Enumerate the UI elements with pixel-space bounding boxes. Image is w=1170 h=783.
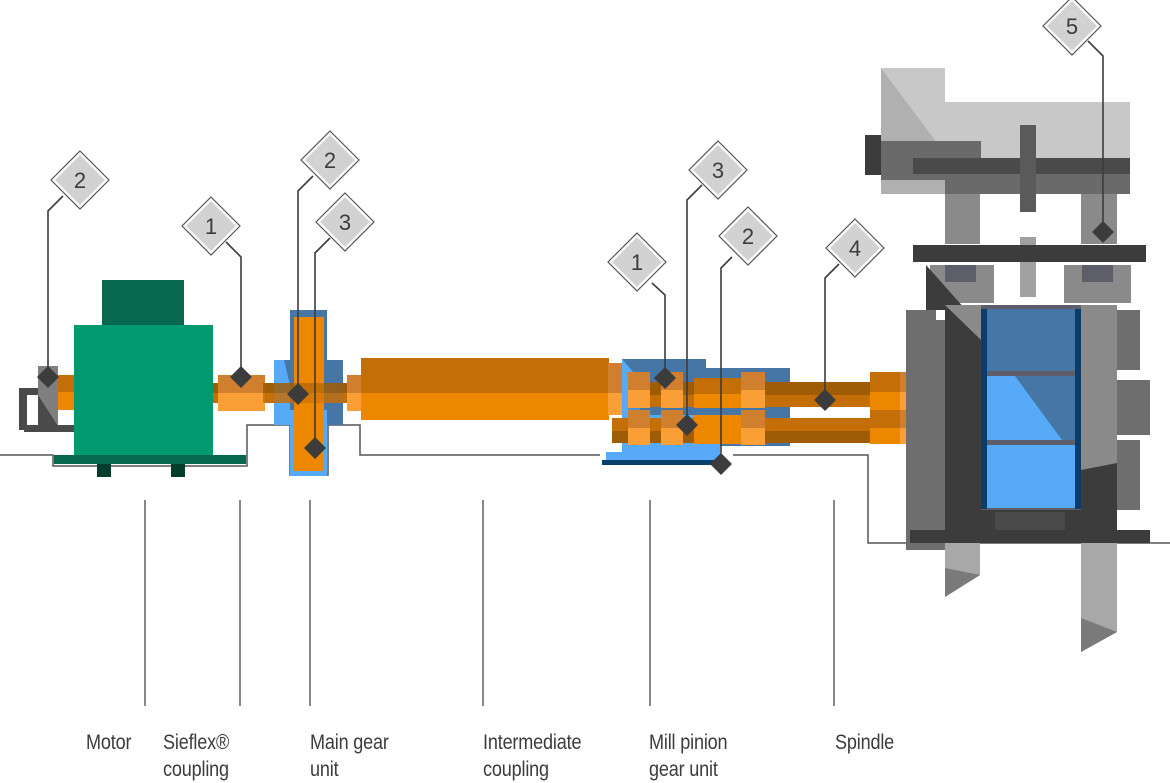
callout-badge-pinion-housing: 2 (718, 206, 778, 266)
callout-badge-spindle-shaft: 4 (825, 218, 885, 278)
badge-number: 5 (1066, 14, 1078, 39)
label-intermediate-coupling: Intermediate coupling (483, 731, 582, 781)
badge-diamond (181, 196, 241, 256)
badge-diamond (607, 232, 667, 292)
badge-number: 3 (712, 158, 724, 183)
label-ticks (144, 500, 835, 706)
badge-outline (50, 150, 110, 210)
badge-outline (300, 130, 360, 190)
callout-badge-pinion-gear: 3 (688, 140, 748, 200)
badge-outline (718, 206, 778, 266)
badge-number: 3 (339, 210, 351, 235)
badge-outline (315, 192, 375, 252)
label-main-gear-unit: Main gear unit (310, 731, 389, 781)
label-spindle: Spindle (835, 731, 895, 754)
anchor-marker (1092, 221, 1114, 243)
badge-diamond (50, 150, 110, 210)
badge-outline (825, 218, 885, 278)
mill-pinion-gear-unit (602, 359, 900, 465)
badge-number: 1 (631, 250, 643, 275)
badge-diamond (825, 218, 885, 278)
anchor-marker (230, 366, 252, 388)
label-motor: Motor (86, 731, 132, 754)
badge-diamond (718, 206, 778, 266)
badge-diamond (1042, 0, 1102, 56)
callout-badge-pinion-coupling: 1 (607, 232, 667, 292)
label-sieflex-coupling: Sieflex® coupling (163, 731, 230, 781)
anchor-marker (814, 389, 836, 411)
badge-diamond (300, 130, 360, 190)
motor-body (74, 325, 213, 458)
callout-badge-main-gear-shaft: 2 (300, 130, 360, 190)
callout-badges: 2 1 2 3 1 3 2 4 5 (50, 0, 1102, 292)
badge-number: 1 (205, 214, 217, 239)
badge-outline (607, 232, 667, 292)
anchor-marker (37, 366, 59, 388)
badge-diamond (688, 140, 748, 200)
label-mill-pinion-gear-unit: Mill pinion gear unit (649, 731, 728, 781)
anchor-marker (676, 414, 698, 436)
callout-badge-mill-stand: 5 (1042, 0, 1102, 56)
badge-diamond (315, 192, 375, 252)
anchor-marker (710, 453, 732, 475)
anchor-marker (654, 367, 676, 389)
badge-outline (688, 140, 748, 200)
mill-stand (865, 68, 1150, 652)
callout-badge-main-gear-wheel: 3 (315, 192, 375, 252)
badge-number: 2 (324, 148, 336, 173)
badge-number: 2 (742, 224, 754, 249)
callout-anchors (37, 221, 1114, 475)
badge-number: 4 (849, 236, 861, 261)
badge-number: 2 (74, 168, 86, 193)
motor (19, 280, 246, 477)
badge-outline (1042, 0, 1102, 56)
anchor-marker (287, 383, 309, 405)
badge-outline (181, 196, 241, 256)
leader-lines (47, 40, 1104, 464)
motor-top (102, 280, 184, 325)
callout-badge-motor-bearing: 2 (50, 150, 110, 210)
motor-base (54, 455, 246, 464)
callout-badge-motor-coupling: 1 (181, 196, 241, 256)
intermediate-coupling (347, 358, 630, 420)
anchor-marker (304, 437, 326, 459)
